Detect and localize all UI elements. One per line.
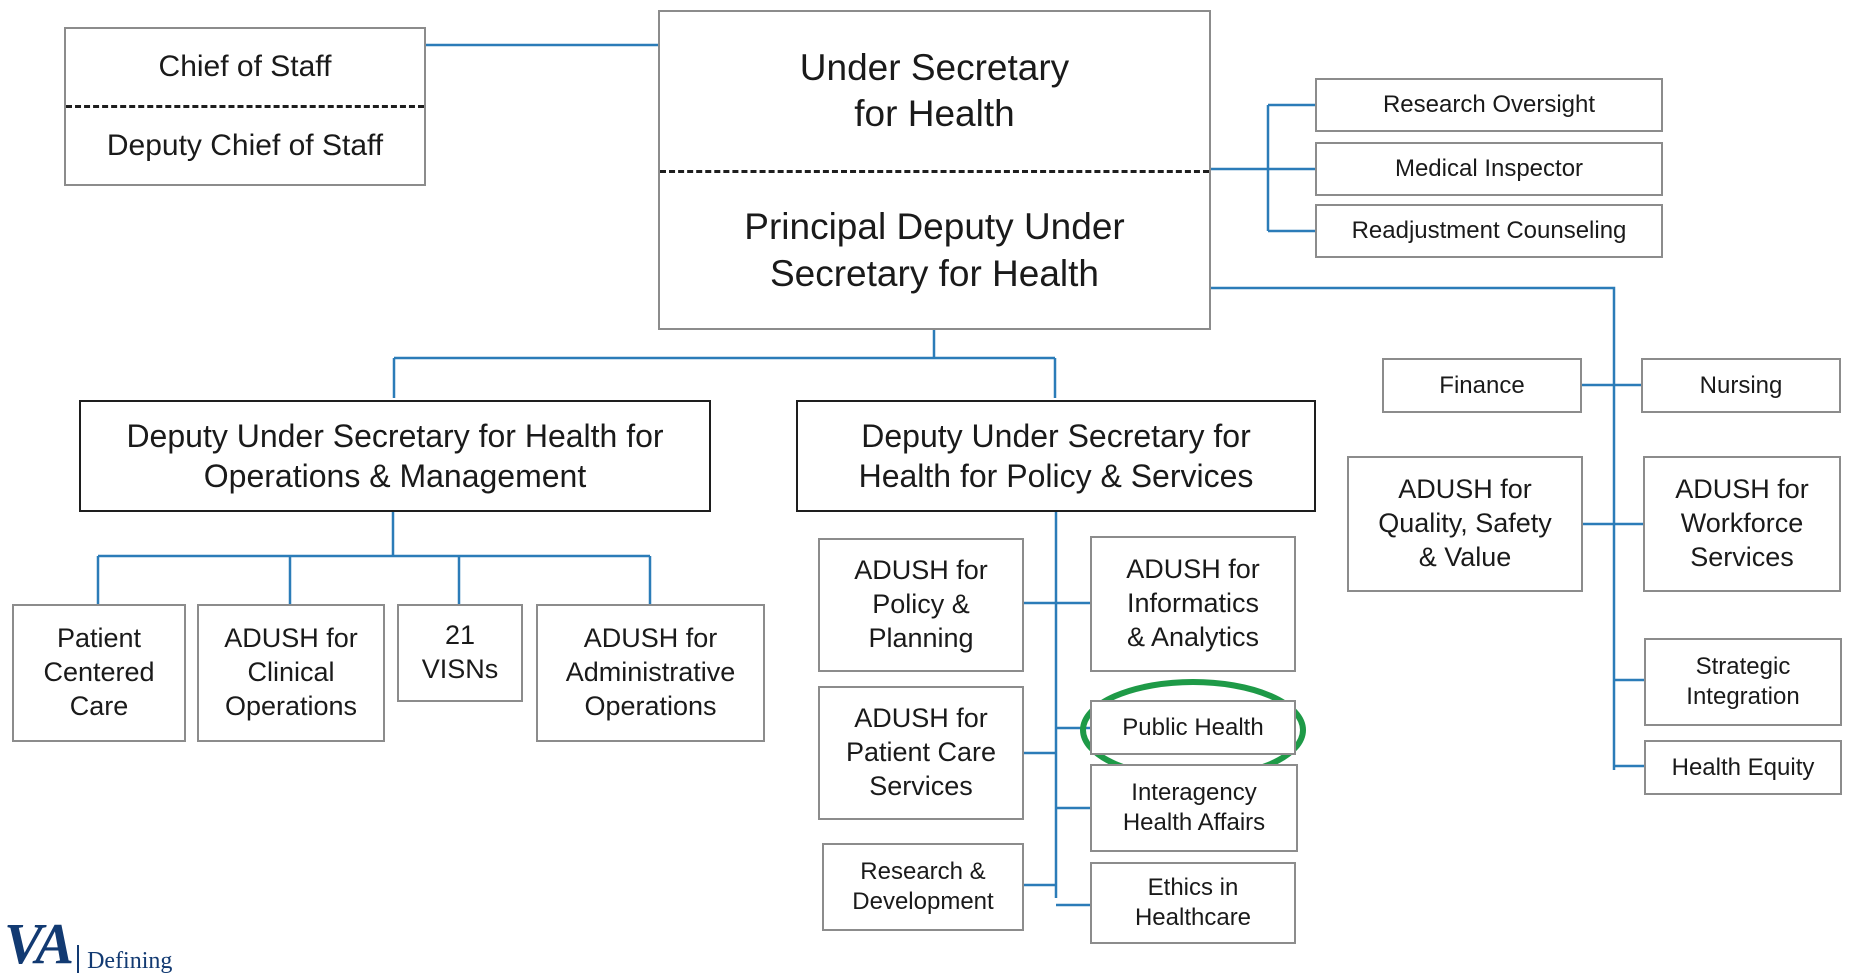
medical-inspector-box: Medical Inspector	[1315, 142, 1663, 196]
va-logo-mark: VA	[4, 911, 74, 976]
research-development-box: Research & Development	[822, 843, 1024, 931]
va-logo-tagline: Defining	[87, 948, 173, 974]
principal-deputy-label: Principal Deputy Under Secretary for Hea…	[744, 206, 1125, 294]
public-health-box: Public Health	[1090, 700, 1296, 755]
research-oversight-box: Research Oversight	[1315, 78, 1663, 132]
dashed-divider	[66, 105, 424, 108]
interagency-health-affairs-box: Interagency Health Affairs	[1090, 764, 1298, 852]
va-logo: VA Defining	[4, 915, 172, 973]
adush-quality-safety-value-box: ADUSH for Quality, Safety & Value	[1347, 456, 1583, 592]
finance-box: Finance	[1382, 358, 1582, 413]
deputy-chief-of-staff-label: Deputy Chief of Staff	[106, 129, 384, 163]
nursing-box: Nursing	[1641, 358, 1841, 413]
connector-operations	[96, 510, 652, 604]
ethics-in-healthcare-box: Ethics in Healthcare	[1090, 862, 1296, 944]
readjustment-counseling-box: Readjustment Counseling	[1315, 204, 1663, 258]
connector-policy	[1024, 512, 1090, 907]
visns-box: 21 VISNs	[397, 604, 523, 702]
under-secretary-box: Under Secretary for Health Principal Dep…	[658, 10, 1211, 330]
chief-of-staff-box: Chief of Staff Deputy Chief of Staff	[64, 27, 426, 186]
strategic-integration-box: Strategic Integration	[1644, 638, 1842, 726]
adush-informatics-analytics-box: ADUSH for Informatics & Analytics	[1090, 536, 1296, 672]
connector-staff-offices	[1210, 103, 1315, 233]
logo-divider	[77, 945, 80, 973]
dush-operations-management-box: Deputy Under Secretary for Health for Op…	[79, 400, 711, 512]
adush-patient-care-services-box: ADUSH for Patient Care Services	[818, 686, 1024, 820]
patient-centered-care-box: Patient Centered Care	[12, 604, 186, 742]
adush-workforce-services-box: ADUSH for Workforce Services	[1643, 456, 1841, 592]
adush-clinical-operations-box: ADUSH for Clinical Operations	[197, 604, 385, 742]
adush-administrative-operations-box: ADUSH for Administrative Operations	[536, 604, 765, 742]
under-secretary-label: Under Secretary for Health	[799, 46, 1070, 134]
connector-right-group	[1210, 286, 1644, 770]
adush-policy-planning-box: ADUSH for Policy & Planning	[818, 538, 1024, 672]
dashed-divider	[660, 170, 1209, 173]
health-equity-box: Health Equity	[1644, 740, 1842, 795]
dush-policy-services-box: Deputy Under Secretary for Health for Po…	[796, 400, 1316, 512]
connector-deputies	[392, 330, 1057, 398]
chief-of-staff-label: Chief of Staff	[158, 50, 332, 84]
